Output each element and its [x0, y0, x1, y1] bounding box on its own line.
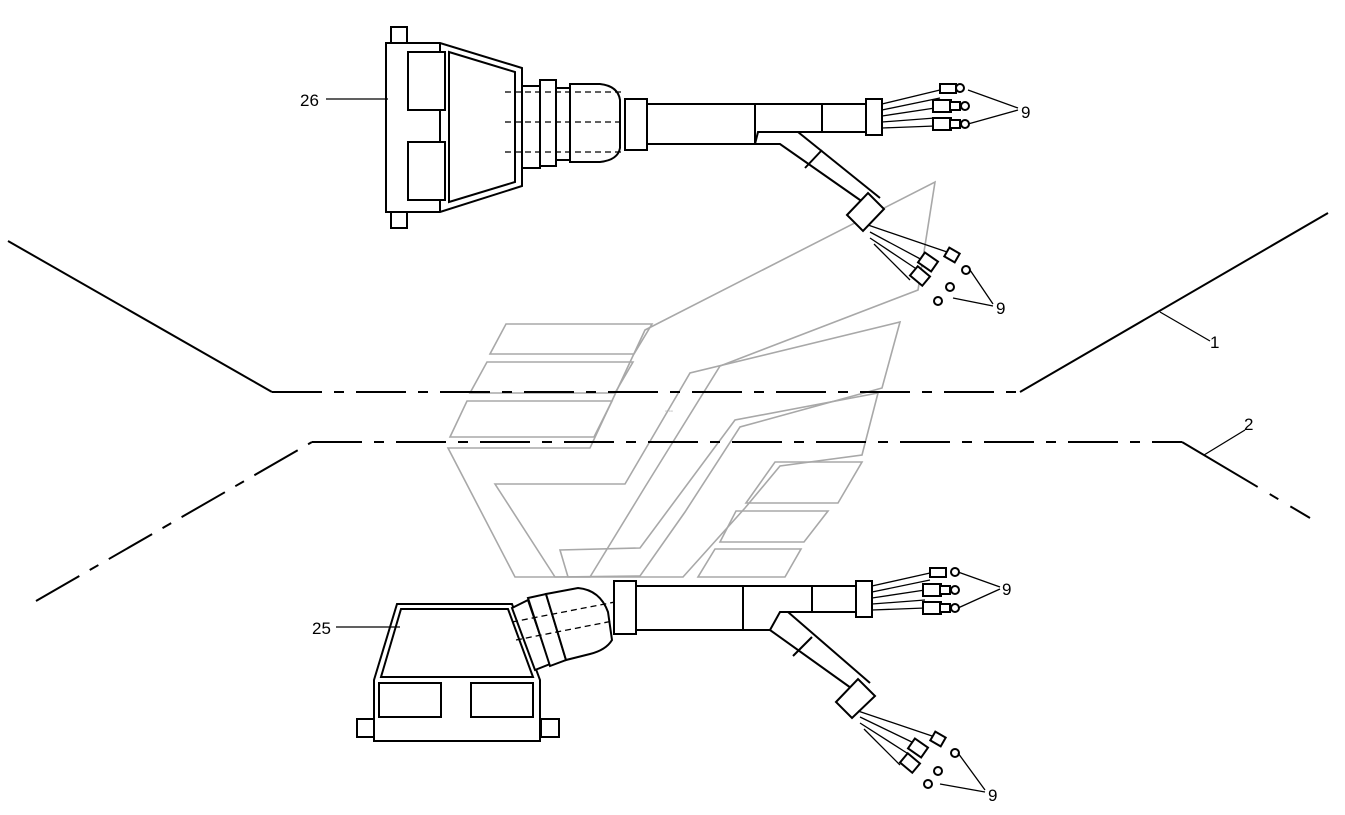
watermark-logo: ▫ ▫▫ — [446, 180, 937, 578]
callout-9-bottom-upper: 9 — [1002, 580, 1011, 599]
leader-lines — [326, 89, 1246, 793]
callout-9-top-lower: 9 — [996, 299, 1005, 318]
svg-text:▫ ▫▫: ▫ ▫▫ — [665, 409, 673, 415]
callout-9-top-upper: 9 — [1021, 103, 1030, 122]
callout-26: 26 — [300, 91, 319, 110]
connector-25 — [356, 567, 960, 789]
callout-9-bottom-lower: 9 — [988, 786, 997, 805]
terminal-leads-lower — [867, 224, 971, 306]
callout-1: 1 — [1210, 333, 1219, 352]
connector-26 — [385, 26, 971, 306]
callout-25: 25 — [312, 619, 331, 638]
callout-2: 2 — [1244, 415, 1253, 434]
terminal-leads-upper — [881, 83, 970, 131]
harness-route-line-2 — [35, 441, 1311, 602]
terminal-leads-bottom-upper — [871, 567, 960, 615]
harness-route-line-1 — [7, 212, 1329, 393]
terminal-leads-bottom-lower — [857, 710, 960, 789]
